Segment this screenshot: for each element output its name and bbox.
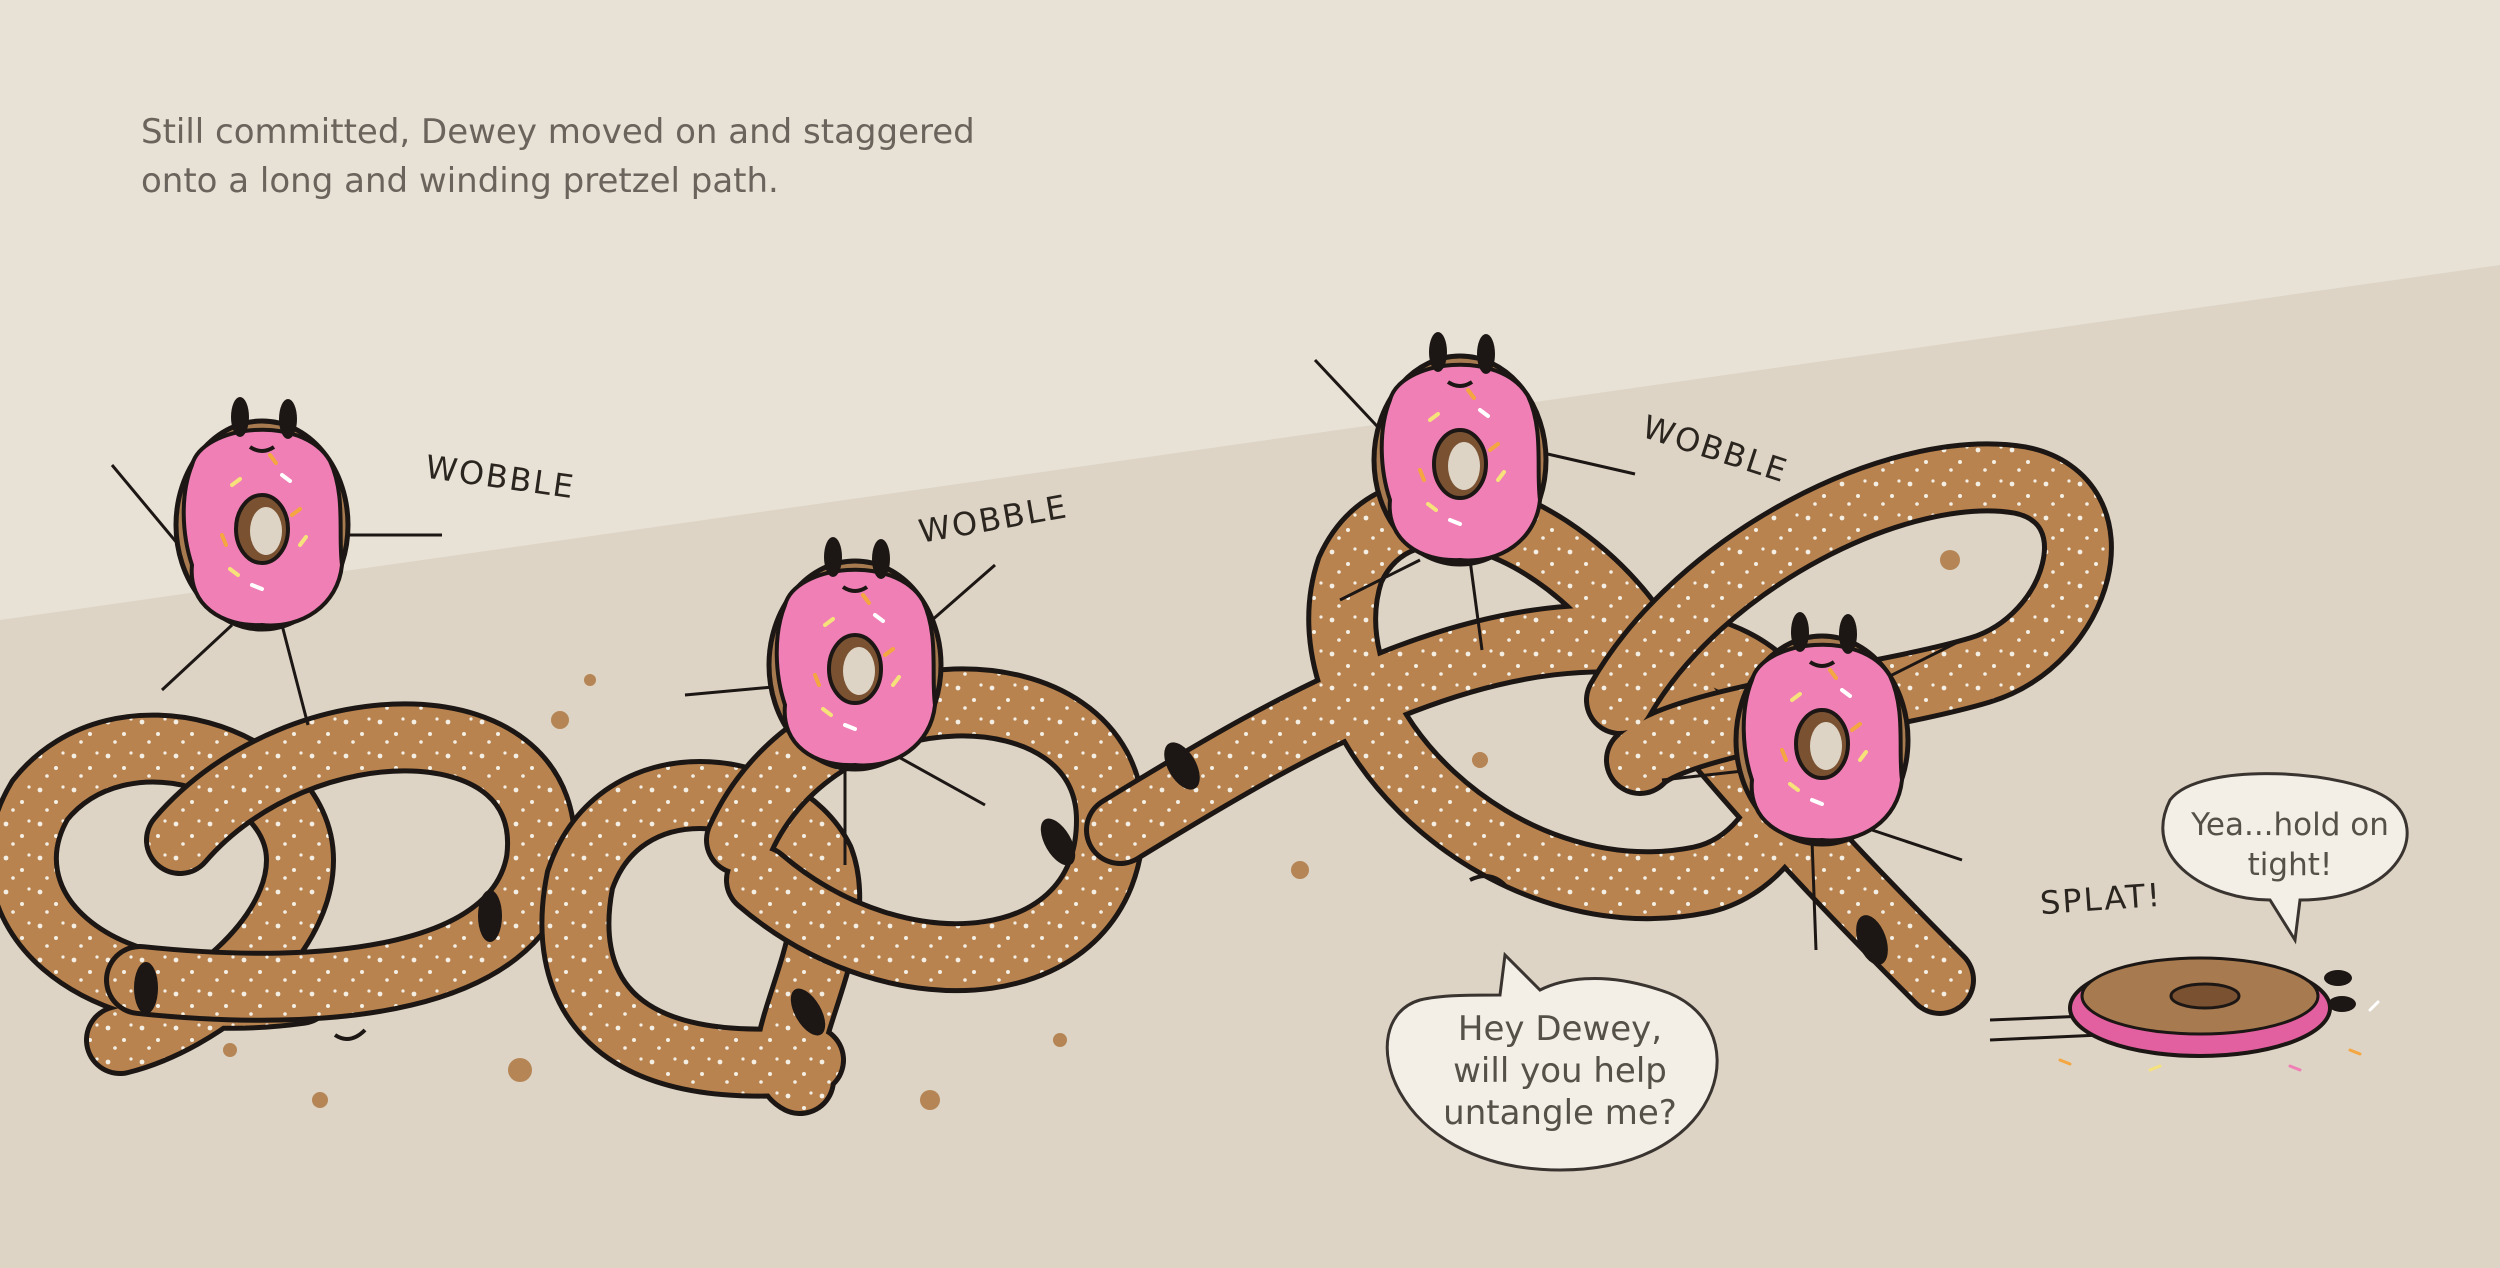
donut-speech-line-2: tight! [2247, 847, 2333, 883]
pretzel-speech-line-2: will you help [1453, 1051, 1667, 1091]
crumbs [223, 550, 1987, 1110]
speech-bubble-pretzel [1385, 951, 1719, 1172]
donut-character-1 [110, 397, 442, 726]
splatted-donut-character [1989, 956, 2380, 1072]
pretzel-character-1 [0, 701, 578, 1076]
donut-character-4 [1661, 612, 1963, 951]
donut-character-2 [684, 537, 996, 865]
pretzel-speech-line-3: untangle me? [1443, 1093, 1677, 1133]
sprinkles [2058, 1000, 2380, 1072]
narration-line-1: Still committed, Dewey moved on and stag… [141, 112, 975, 152]
donut-speech-line-1: Yea...hold on [2191, 807, 2389, 843]
donut-speech-text: Yea...hold on tight! [2165, 805, 2415, 885]
narration-text: Still committed, Dewey moved on and stag… [141, 108, 1041, 206]
pretzel-speech-line-1: Hey Dewey, [1457, 1009, 1663, 1049]
donut-character-3 [1313, 332, 1636, 651]
speech-bubble-donut [2161, 772, 2409, 945]
pretzel-speech-text: Hey Dewey, will you help untangle me? [1405, 1008, 1715, 1134]
narration-line-2: onto a long and winding pretzel path. [141, 161, 779, 201]
